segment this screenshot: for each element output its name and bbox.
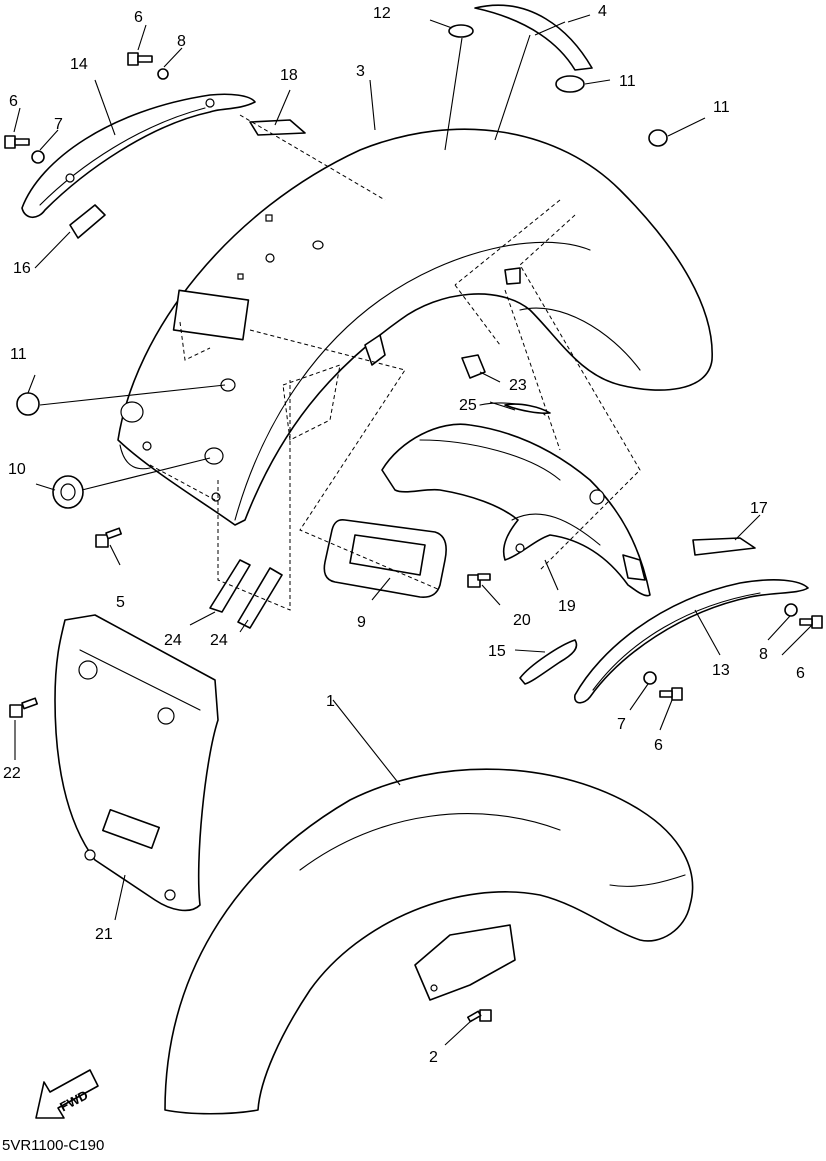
- callout-23: 23: [509, 377, 527, 394]
- grommet-11-right: [648, 129, 668, 147]
- grommet-11-top: [555, 75, 585, 93]
- callout-19: 19: [558, 598, 576, 615]
- callout-6b: 6: [9, 93, 18, 110]
- washer-7-left: [31, 150, 45, 164]
- plug-12: [448, 24, 474, 38]
- callout-15: 15: [488, 643, 506, 660]
- side-cover: [54, 614, 219, 912]
- mud-flap-part: [474, 4, 593, 71]
- callout-18: 18: [280, 67, 298, 84]
- callout-1: 1: [326, 693, 335, 710]
- callout-7b: 7: [617, 716, 626, 733]
- washer-8-left: [157, 68, 169, 80]
- strip-25: [504, 403, 551, 414]
- label-24b: [237, 567, 283, 629]
- grab-rail-left: [21, 93, 306, 239]
- rear-fender: [117, 128, 713, 526]
- callout-6d: 6: [654, 737, 663, 754]
- alignment-lines: [149, 114, 641, 611]
- fwd-direction-arrow: FWD: [35, 1069, 99, 1119]
- bolt-6-right-top: [799, 615, 823, 629]
- label-24a: [209, 559, 251, 613]
- callout-12: 12: [373, 5, 391, 22]
- callout-8a: 8: [177, 33, 186, 50]
- callout-24b: 24: [210, 632, 228, 649]
- callout-11a: 11: [619, 73, 636, 90]
- callout-14: 14: [70, 56, 88, 73]
- washer-7-right: [643, 671, 657, 685]
- inner-fender: [381, 402, 651, 597]
- gasket-plate: [323, 519, 447, 598]
- callout-25: 25: [459, 397, 477, 414]
- bolt-5: [95, 527, 123, 548]
- callout-8b: 8: [759, 646, 768, 663]
- callout-21: 21: [95, 926, 113, 943]
- callout-13: 13: [712, 662, 730, 679]
- callout-11c: 11: [10, 346, 27, 363]
- callout-6a: 6: [134, 9, 143, 26]
- callout-11b: 11: [713, 99, 730, 116]
- bolt-6-left: [4, 135, 30, 149]
- callout-17: 17: [750, 500, 768, 517]
- callout-4: 4: [598, 3, 607, 20]
- leader-lines: [13, 14, 813, 1046]
- callout-10: 10: [8, 461, 26, 478]
- grommet-11-left: [16, 392, 40, 416]
- callout-numbers: 1 2 3 4 5 6 6 6 6 7 7 8 8 9 10 11 11 11 …: [3, 3, 805, 1066]
- callout-22: 22: [3, 765, 21, 782]
- front-fender: [164, 768, 694, 1115]
- bolt-2: [467, 1009, 492, 1023]
- nut-23: [461, 354, 486, 379]
- bolt-22: [9, 697, 39, 718]
- washer-8-right: [784, 603, 798, 617]
- callout-16: 16: [13, 260, 31, 277]
- grab-rail-right: [519, 537, 809, 704]
- callout-7a: 7: [54, 116, 63, 133]
- callout-5: 5: [116, 594, 125, 611]
- bolt-6-right-low: [659, 687, 683, 701]
- callout-3: 3: [356, 63, 365, 80]
- callout-2: 2: [429, 1049, 438, 1066]
- callout-24a: 24: [164, 632, 182, 649]
- bolt-20: [467, 573, 491, 588]
- bolt-6-top: [127, 52, 153, 66]
- callout-6c: 6: [796, 665, 805, 682]
- callout-20: 20: [513, 612, 531, 629]
- callout-9: 9: [357, 614, 366, 631]
- drawing-code: 5VR1100-C190: [2, 1137, 104, 1154]
